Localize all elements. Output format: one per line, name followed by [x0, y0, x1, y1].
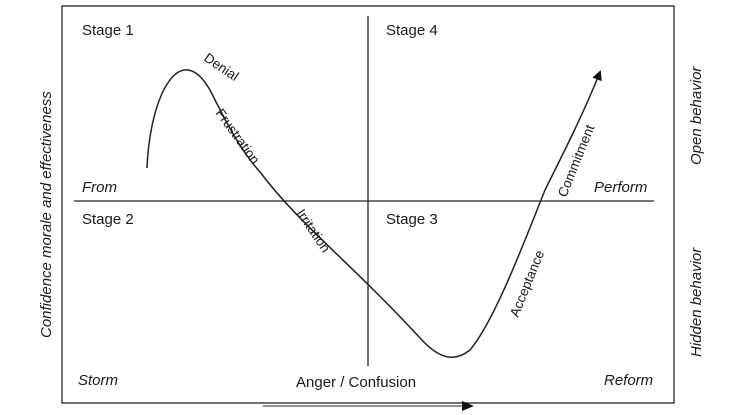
- hidden-behavior-label: Hidden behavior: [688, 247, 705, 357]
- open-behavior-label: Open behavior: [688, 66, 705, 165]
- stage-4-label: Stage 4: [386, 22, 438, 39]
- denial-label: Denial: [201, 50, 241, 84]
- bottom-axis-arrowhead: [462, 401, 474, 411]
- left-axis-label: Confidence morale and effectiveness: [38, 91, 55, 338]
- irritation-label: Irritation: [294, 206, 334, 255]
- frustration-label: Frustration: [213, 106, 263, 167]
- anger-confusion-label: Anger / Confusion: [296, 374, 416, 391]
- change-curve: [146, 69, 602, 358]
- stage-2-label: Stage 2: [82, 211, 134, 228]
- stage-1-label: Stage 1: [82, 22, 134, 39]
- acceptance-label: Acceptance: [507, 248, 547, 319]
- perform-label: Perform: [594, 179, 647, 196]
- reform-label: Reform: [604, 372, 653, 389]
- from-label: From: [82, 179, 117, 196]
- storm-label: Storm: [78, 372, 118, 389]
- diagram-frame: [61, 5, 675, 404]
- stage-3-label: Stage 3: [386, 211, 438, 228]
- commitment-label: Commitment: [555, 122, 598, 199]
